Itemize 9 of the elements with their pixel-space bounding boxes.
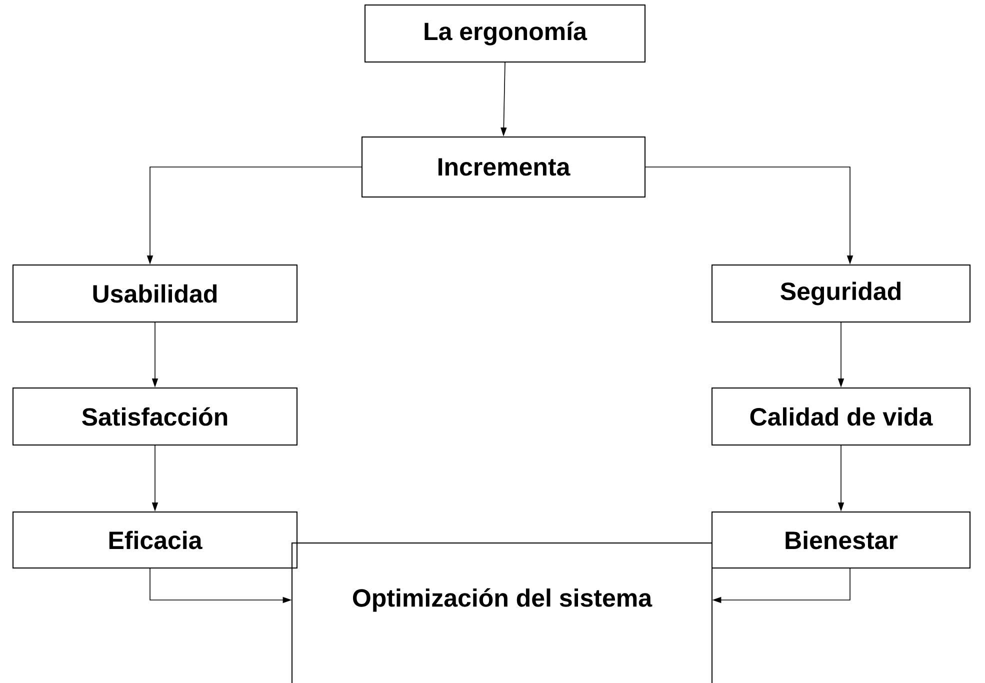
process-box: Satisfacción [12, 388, 298, 446]
process-box: La ergonomía [364, 4, 646, 62]
process-box: Eficacia [12, 512, 298, 568]
process-box: Calidad de vida [712, 388, 970, 446]
process-box: Seguridad [712, 264, 970, 322]
process-box: Optimización del sistema [292, 542, 712, 683]
process-box: Incrementa [362, 136, 646, 198]
process-box: Usabilidad [12, 264, 298, 322]
process-box: Bienestar [712, 512, 970, 568]
